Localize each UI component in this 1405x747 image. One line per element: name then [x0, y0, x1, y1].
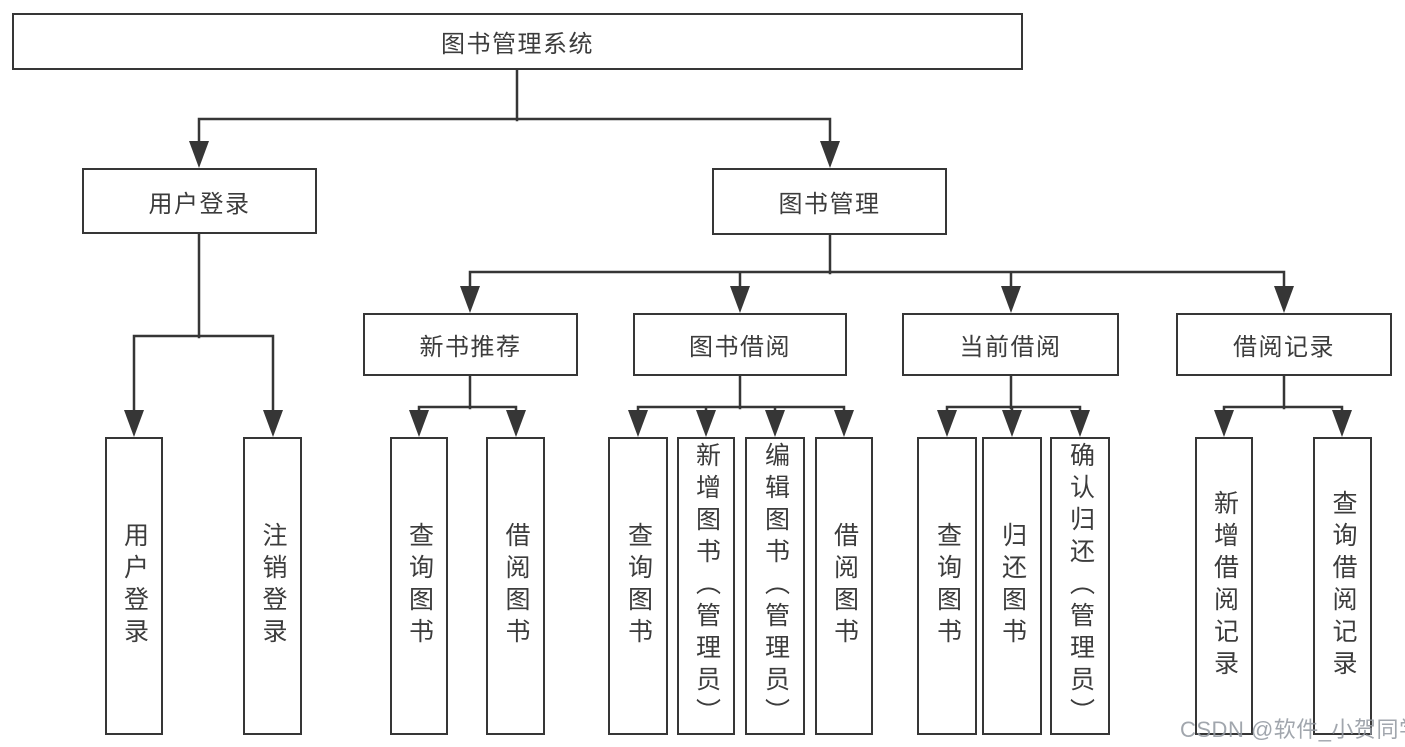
arrowhead-leaf-newrec-borrow: [506, 410, 526, 437]
node-book-borrow-label: 图书借阅: [689, 334, 791, 361]
node-book-management: 图书管理: [712, 168, 947, 235]
leaf-newrec-query-books-label: 查询图书: [405, 522, 434, 650]
arrowhead-new-book-recommend: [460, 286, 480, 313]
arrowhead-leaf-bb-query: [628, 410, 648, 437]
leaf-cb-confirm-return-admin: 确认归还（管理员）: [1050, 437, 1110, 735]
leaf-cb-return-books: 归还图书: [982, 437, 1042, 735]
arrowhead-book-management: [820, 141, 840, 168]
connector-borrow-records-to-leaves: [1222, 374, 1344, 414]
csdn-watermark: CSDN @软件_小贺同学: [1180, 717, 1405, 742]
leaf-newrec-borrow-books: 借阅图书: [486, 437, 545, 735]
leaf-cb-confirm-return-admin-label: 确认归还（管理员）: [1066, 442, 1095, 730]
node-current-borrow-label: 当前借阅: [959, 334, 1062, 361]
arrowhead-leaf-br-query: [1332, 410, 1352, 437]
arrowhead-borrow-records: [1274, 286, 1294, 313]
leaf-bb-add-books-admin: 新增图书（管理员）: [677, 437, 735, 735]
leaf-newrec-query-books: 查询图书: [390, 437, 448, 735]
node-current-borrow: 当前借阅: [902, 313, 1119, 376]
node-root-library-management-system: 图书管理系统: [12, 13, 1023, 70]
leaf-bb-add-books-admin-label: 新增图书（管理员）: [692, 442, 721, 730]
arrowhead-leaf-bb-borrow: [834, 410, 854, 437]
connector-root-to-level2: [197, 68, 832, 145]
leaf-cb-query-books: 查询图书: [917, 437, 977, 735]
leaf-bb-query-books: 查询图书: [608, 437, 668, 735]
connector-current-borrow-to-leaves: [945, 374, 1082, 414]
leaf-br-add-record: 新增借阅记录: [1195, 437, 1253, 735]
node-book-management-label: 图书管理: [778, 191, 881, 218]
leaf-bb-borrow-books: 借阅图书: [815, 437, 873, 735]
leaf-cb-query-books-label: 查询图书: [933, 522, 962, 650]
leaf-logout-label: 注销登录: [259, 522, 287, 650]
node-borrow-records: 借阅记录: [1176, 313, 1392, 376]
leaf-bb-query-books-label: 查询图书: [624, 522, 653, 650]
leaf-logout: 注销登录: [243, 437, 302, 735]
arrowhead-leaf-br-add: [1214, 410, 1234, 437]
node-book-borrow: 图书借阅: [633, 313, 847, 376]
arrowhead-user-login: [189, 141, 209, 168]
connector-book-management-to-level3: [468, 233, 1286, 290]
node-user-login-label: 用户登录: [148, 190, 251, 218]
leaf-bb-edit-books-admin: 编辑图书（管理员）: [745, 437, 805, 735]
leaf-user-login: 用户登录: [105, 437, 163, 735]
arrowhead-leaf-cb-confirm: [1070, 410, 1090, 437]
arrowhead-leaf-cb-query: [937, 410, 957, 437]
node-root-label: 图书管理系统: [441, 31, 594, 58]
arrowhead-leaf-bb-edit: [765, 410, 785, 437]
connector-book-borrow-to-leaves: [636, 374, 846, 414]
leaf-br-add-record-label: 新增借阅记录: [1210, 490, 1239, 682]
arrowhead-leaf-bb-add: [696, 410, 716, 437]
node-user-login: 用户登录: [82, 168, 317, 234]
leaf-newrec-borrow-books-label: 借阅图书: [502, 522, 530, 650]
leaf-bb-borrow-books-label: 借阅图书: [830, 522, 859, 650]
node-borrow-records-label: 借阅记录: [1233, 334, 1335, 361]
connector-new-book-recommend-to-leaves: [417, 374, 518, 414]
arrowhead-leaf-user-login: [124, 410, 144, 437]
arrowhead-leaf-logout: [263, 410, 283, 437]
leaf-user-login-label: 用户登录: [120, 522, 149, 650]
connector-user-login-to-leaves: [132, 232, 275, 414]
arrowhead-current-borrow: [1001, 286, 1021, 313]
arrowhead-leaf-newrec-query: [409, 410, 429, 437]
arrowhead-book-borrow: [730, 286, 750, 313]
leaf-br-query-record-label: 查询借阅记录: [1329, 490, 1357, 682]
leaf-bb-edit-books-admin-label: 编辑图书（管理员）: [761, 442, 790, 730]
leaf-br-query-record: 查询借阅记录: [1313, 437, 1372, 735]
node-new-book-recommend-label: 新书推荐: [419, 334, 522, 361]
arrowhead-leaf-cb-return: [1002, 410, 1022, 437]
node-new-book-recommend: 新书推荐: [363, 313, 578, 376]
leaf-cb-return-books-label: 归还图书: [998, 522, 1027, 650]
